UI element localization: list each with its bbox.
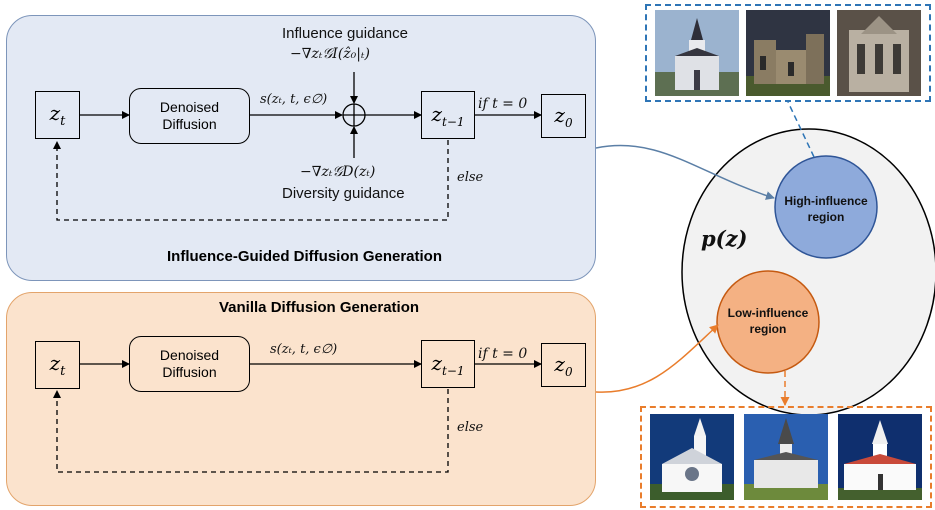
score-term: s(zₜ, t, ϵ∅) (260, 92, 328, 107)
low-region-label-line2: region (750, 322, 787, 336)
loop-back-arrow-bottom (53, 389, 449, 473)
diversity-guidance-label: Diversity guidance (282, 185, 405, 202)
high-region-label-line1: High-influence (784, 194, 868, 208)
else-label-bottom: else (457, 420, 484, 435)
zt-box: zt (35, 91, 80, 139)
ztm1-box: zt−1 (421, 91, 475, 139)
low-region-label-line1: Low-influence (728, 306, 809, 320)
diversity-guidance-term: −∇zₜ𝒢D(zₜ) (300, 164, 376, 180)
high-influence-region (774, 155, 878, 259)
church-photo-2 (746, 10, 830, 96)
dashed-link-high-to-photos (787, 101, 815, 158)
vanilla-panel (6, 292, 596, 506)
church-photo-3 (837, 10, 921, 96)
zt-label-bottom: zt (49, 351, 66, 379)
condition-label-bottom: if t = 0 (478, 346, 528, 362)
church-photo-5 (744, 414, 828, 500)
distribution-label: p(z) (701, 226, 748, 251)
connector-top-to-high-region (595, 144, 775, 200)
else-label: else (457, 170, 484, 185)
low-influence-photo-group (640, 406, 932, 508)
influence-guidance-label: Influence guidance (282, 25, 408, 42)
high-region-label-line2: region (808, 210, 845, 224)
loop-back-arrow-top (53, 140, 449, 221)
zt-label: zt (49, 101, 66, 129)
z0-label-bottom: z0 (554, 351, 573, 379)
influence-guidance-term: −∇zₜ𝒢I(ẑ₀|ₜ) (290, 46, 370, 62)
denoiser-box-bottom: Denoised Diffusion (129, 336, 250, 392)
z0-box-bottom: z0 (541, 343, 586, 387)
low-influence-region (716, 270, 820, 374)
z0-box: z0 (541, 94, 586, 138)
denoiser-box: Denoised Diffusion (129, 88, 250, 144)
church-photo-1 (655, 10, 739, 96)
zt-box-bottom: zt (35, 341, 80, 389)
church-photo-4 (650, 414, 734, 500)
ztm1-label-bottom: zt−1 (431, 350, 465, 378)
condition-label: if t = 0 (478, 96, 528, 112)
top-panel-title: Influence-Guided Diffusion Generation (167, 248, 443, 265)
influence-guided-panel (6, 15, 596, 281)
church-photo-6 (838, 414, 922, 500)
ztm1-box-bottom: zt−1 (421, 340, 475, 388)
score-term-bottom: s(zₜ, t, ϵ∅) (270, 342, 338, 357)
connector-bottom-to-low-region (595, 324, 719, 393)
z0-label: z0 (554, 102, 573, 130)
ztm1-label: zt−1 (431, 101, 465, 129)
bottom-panel-title: Vanilla Diffusion Generation (219, 299, 420, 316)
high-influence-photo-group (645, 4, 931, 102)
